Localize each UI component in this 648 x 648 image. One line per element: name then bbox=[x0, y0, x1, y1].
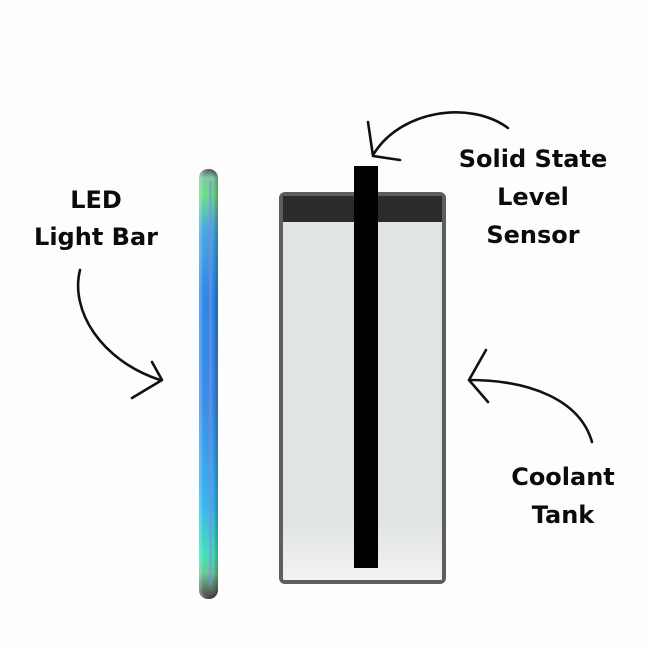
tank-label-line-1: Coolant bbox=[511, 463, 615, 491]
led-light-bar-label: LED Light Bar bbox=[22, 182, 170, 256]
sensor-label-line-1: Solid State bbox=[458, 145, 608, 173]
level-sensor-label: Solid State Level Sensor bbox=[448, 140, 618, 254]
led-label-line-1: LED bbox=[70, 186, 122, 214]
led-light-bar bbox=[199, 169, 218, 599]
sensor-label-line-3: Sensor bbox=[486, 221, 580, 249]
sensor-label-line-2: Level bbox=[497, 183, 569, 211]
coolant-tank-label: Coolant Tank bbox=[498, 458, 628, 534]
tank-label-line-2: Tank bbox=[531, 501, 595, 529]
solid-state-level-sensor bbox=[354, 166, 378, 568]
curved-arrow-icon bbox=[76, 268, 164, 400]
led-label-line-2: Light Bar bbox=[34, 223, 158, 251]
curved-arrow-icon bbox=[467, 348, 594, 444]
